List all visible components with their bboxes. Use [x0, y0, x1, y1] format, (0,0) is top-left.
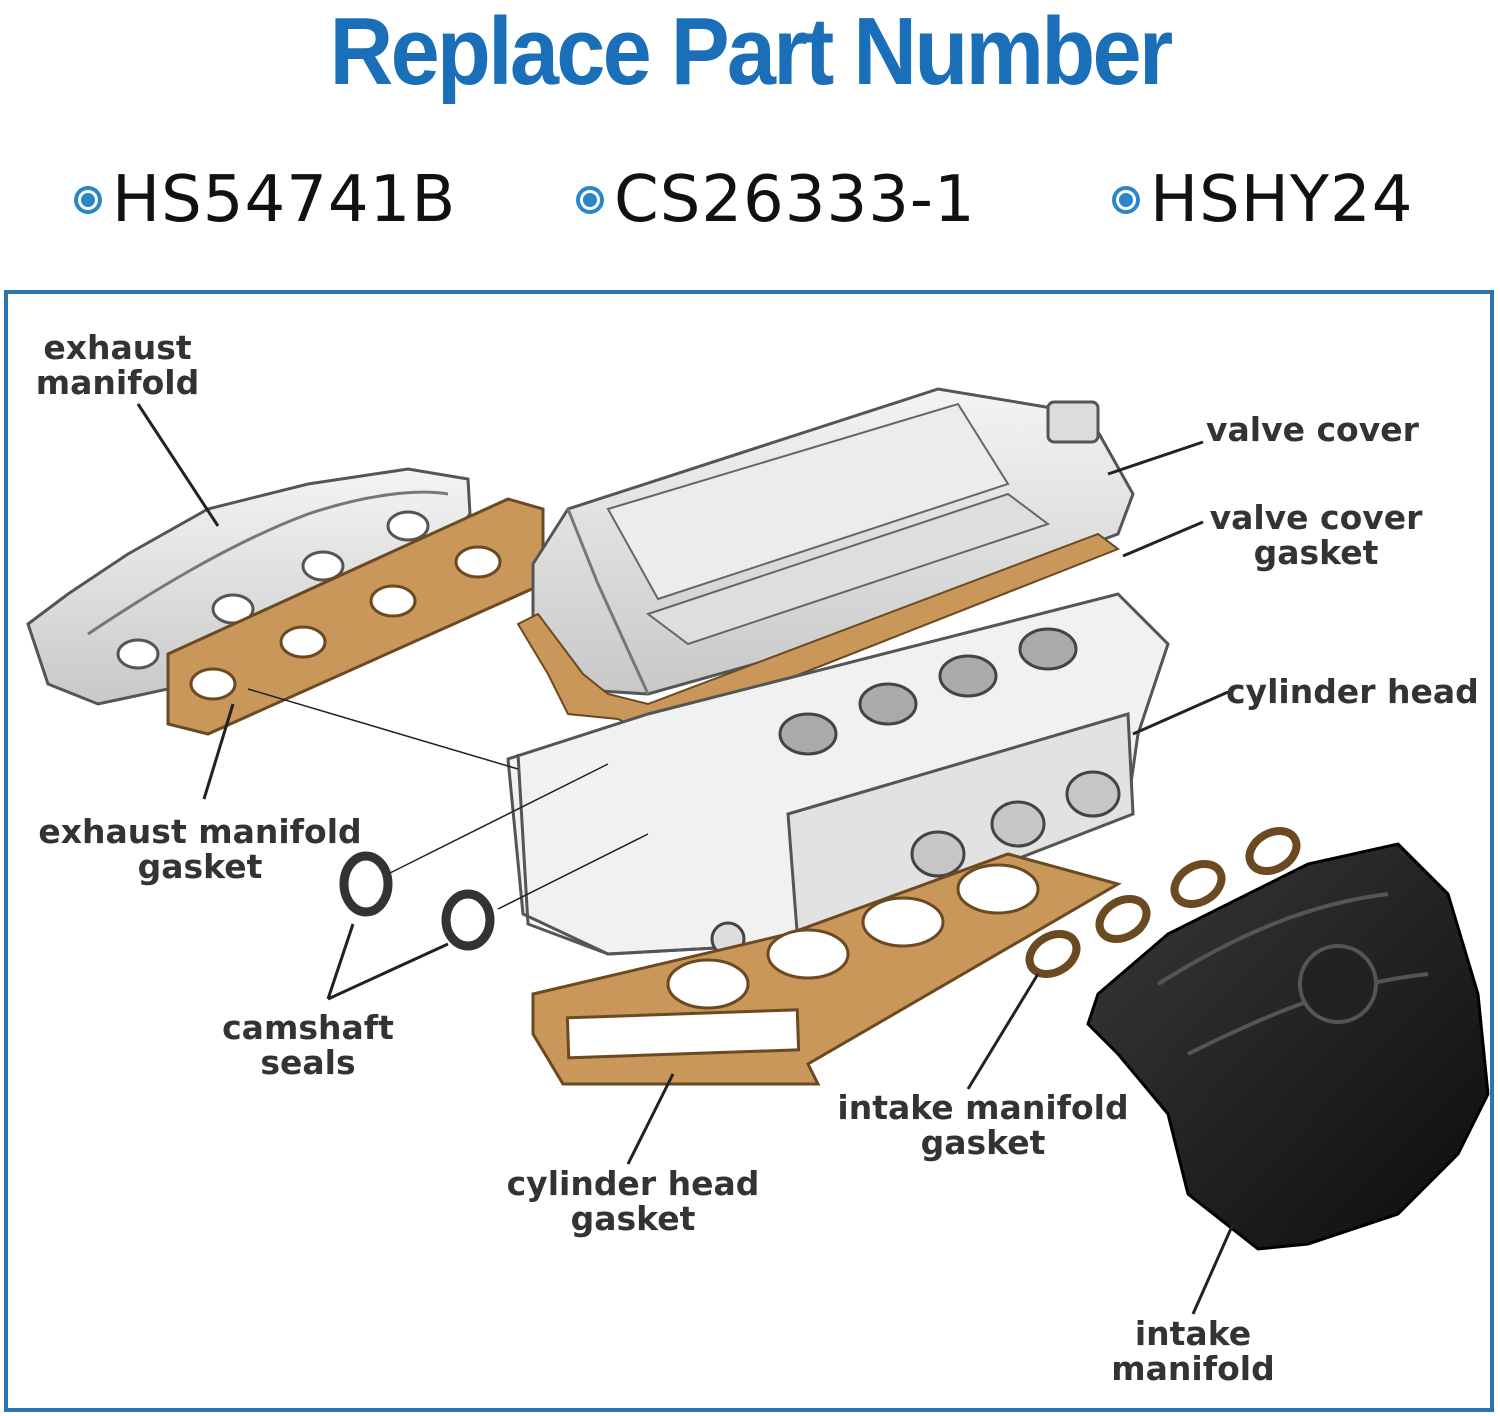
leader-lines [136, 403, 1235, 1315]
label-exhaust-manifold: exhaust manifold [35, 328, 200, 402]
part-number-text: HS54741B [112, 163, 457, 237]
intake-manifold-gasket-part [1025, 827, 1301, 978]
label-intake-manifold-gasket: intake manifold gasket [837, 1088, 1129, 1162]
label-camshaft-seals: camshaft seals [222, 1008, 394, 1082]
label-valve-cover-gasket: valve cover gasket [1209, 498, 1423, 572]
valve-cover-part [531, 387, 1135, 696]
label-intake-manifold: intake manifold [1111, 1314, 1275, 1388]
part-number-item: HS54741B [74, 160, 456, 240]
label-cylinder-head-gasket: cylinder head gasket [506, 1164, 760, 1238]
label-exhaust-manifold-gasket: exhaust manifold gasket [38, 812, 362, 886]
part-number-item: CS26333-1 [576, 160, 976, 240]
intake-manifold-part [1086, 842, 1490, 1251]
part-number-list: HS54741B CS26333-1 HSHY24 [0, 160, 1500, 240]
part-number-text: HSHY24 [1150, 163, 1414, 237]
label-cylinder-head: cylinder head [1226, 672, 1479, 711]
exhaust-manifold-part [26, 467, 472, 706]
part-number-item: HSHY24 [1112, 160, 1413, 240]
camshaft-seals-part [339, 851, 495, 951]
radio-bullet-icon [1112, 186, 1140, 214]
part-number-text: CS26333-1 [614, 163, 976, 237]
radio-bullet-icon [576, 186, 604, 214]
engine-exploded-diagram [26, 387, 1490, 1315]
radio-bullet-icon [74, 186, 102, 214]
valve-cover-gasket-part [516, 532, 1121, 736]
engine-diagram-frame: exhaust manifold valve cover valve cover… [4, 290, 1494, 1412]
label-valve-cover: valve cover [1206, 410, 1419, 449]
cylinder-head-part [506, 592, 1170, 957]
page-title: Replace Part Number [329, 0, 1174, 105]
cylinder-head-gasket-part [531, 852, 1122, 1086]
